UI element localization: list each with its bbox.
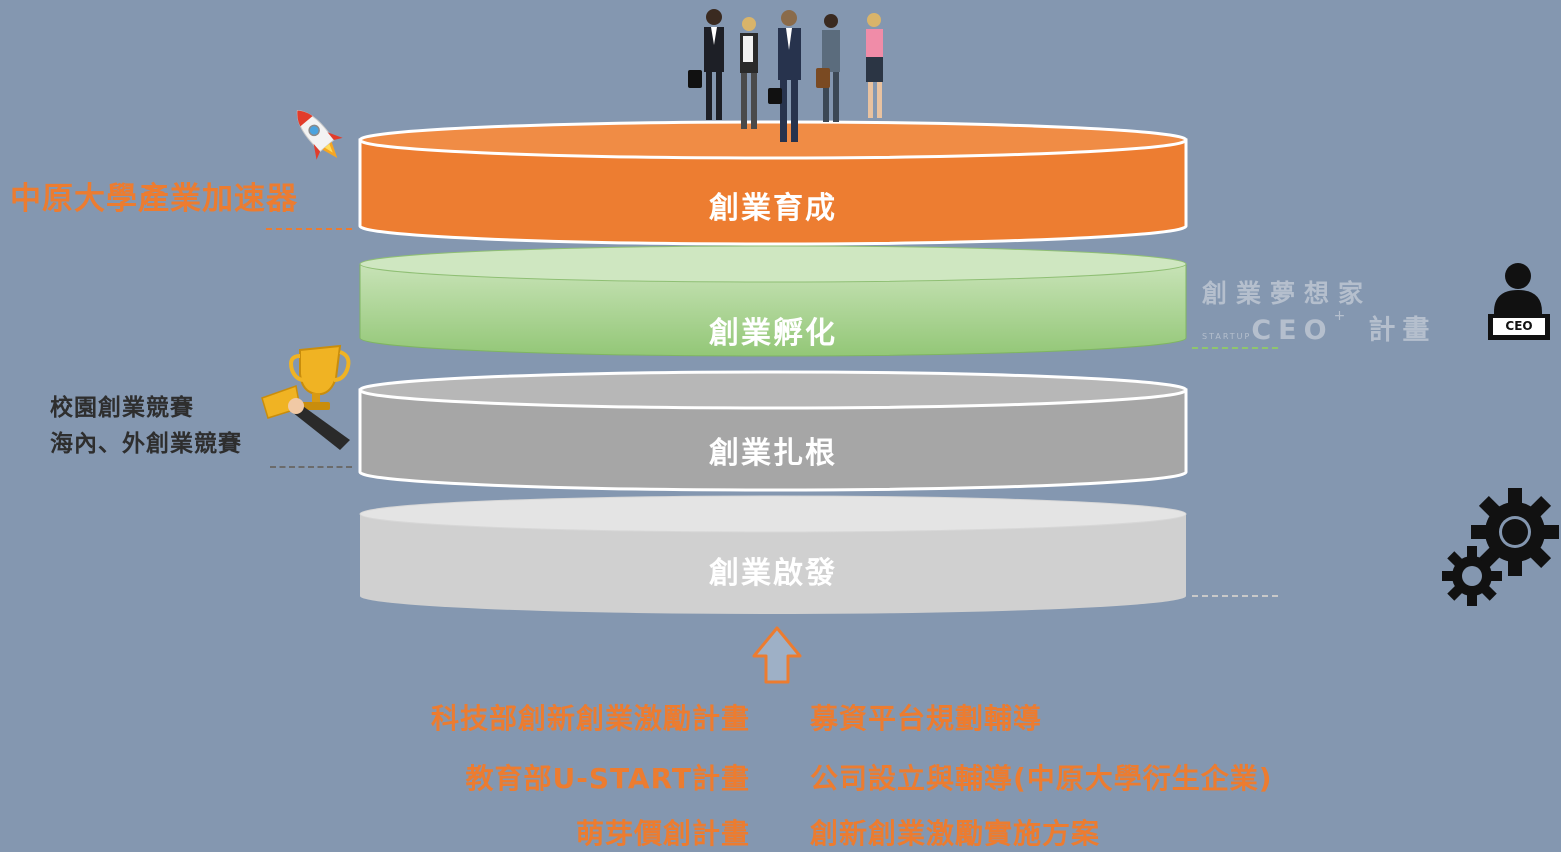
ceo-person-icon [1488,263,1550,340]
competition-connector [270,466,352,468]
competition-list: 校園創業競賽 海內、外創業競賽 [50,390,242,462]
ceo-plus: + [1333,308,1348,324]
layer-label-incubation: 創業孵化 [709,316,837,351]
layer-nurturing-disc [358,120,1188,246]
plan-item: 募資平台規劃輔導 [810,702,1043,735]
gears-icon [1442,488,1559,606]
layer-label-enlightenment: 創業啟發 [709,556,837,591]
startup-text: STARTUP [1202,332,1252,341]
accelerator-connector [266,228,352,230]
layer-enlightenment-disc [359,495,1187,614]
plan-item: 科技部創新創業激勵計畫 [430,702,750,735]
layer-label-nurturing: 創業育成 [709,191,837,226]
ceo-connector [1192,347,1278,349]
ceo-program-title: 創業夢想家 [1202,279,1373,308]
ceo-word: CEO [1251,315,1334,346]
rocket-icon [296,109,343,160]
plan-item: 公司設立與輔導(中原大學衍生企業) [810,762,1273,795]
accelerator-label: 中原大學產業加速器 [10,181,298,217]
business-people-icon [688,9,883,142]
ceo-program-line: STARTUPCEO+ 計畫 [1202,308,1436,347]
competition-item: 校園創業競賽 [50,395,194,421]
competition-item: 海內、外創業競賽 [50,431,242,457]
plan-item: 教育部U-START計畫 [465,762,750,795]
plan-item: 創新創業激勵實施方案 [810,817,1101,850]
ceo-badge: CEO [1505,319,1533,333]
up-arrow-icon [752,626,802,684]
trophy-icon [261,344,351,450]
plan-item: 萌芽價創計畫 [575,817,750,850]
ceo-plan-text: 計畫 [1368,315,1437,346]
layer-label-rooting: 創業扎根 [709,436,837,471]
layer-rooting-disc [358,370,1188,492]
enlightenment-connector [1192,595,1278,597]
layer-incubation-disc [359,245,1187,357]
